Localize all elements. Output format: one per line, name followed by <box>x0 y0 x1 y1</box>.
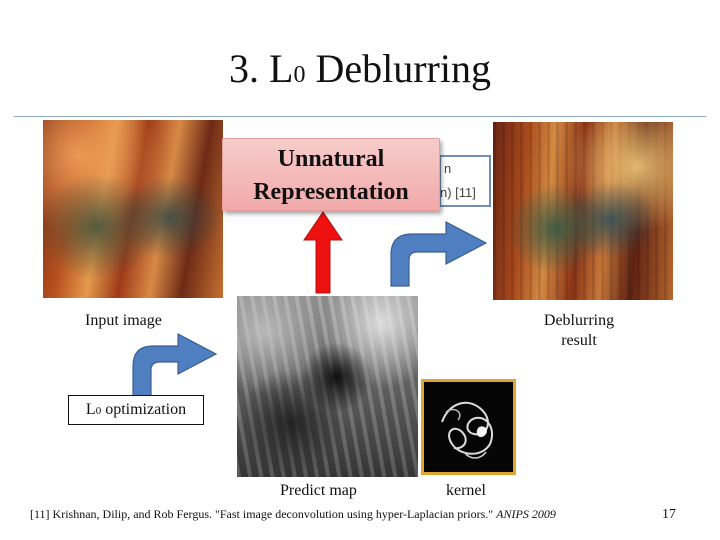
result-label-line-2: result <box>561 332 597 349</box>
citation: [11] Krishnan, Dilip, and Rob Fergus. "F… <box>30 506 556 522</box>
deblurring-result-image <box>493 122 673 300</box>
unnatural-representation-callout: Unnatural Representation <box>222 138 440 211</box>
reference-line-1: n <box>444 161 452 176</box>
up-arrow-icon <box>303 211 343 294</box>
l0-prefix: L <box>85 401 96 418</box>
l0-optimization-box: L0 optimization <box>68 395 204 425</box>
reference-box: n n) [11] <box>439 155 491 207</box>
slide-title: 3. L0 Deblurring <box>0 44 720 100</box>
input-image-label: Input image <box>85 312 162 329</box>
page-number: 17 <box>662 507 676 522</box>
title-prefix: 3. L <box>229 46 294 91</box>
input-image <box>43 120 223 298</box>
deblurring-result-label: Deblurring result <box>520 311 638 351</box>
title-rule <box>14 116 706 117</box>
title-subscript: 0 <box>293 62 306 88</box>
citation-venue: ANIPS 2009 <box>496 507 556 521</box>
kernel-image <box>421 379 516 475</box>
callout-line-2: Representation <box>253 179 409 205</box>
bent-arrow-icon <box>132 333 218 397</box>
bent-arrow-icon <box>390 221 488 287</box>
l0-suffix: optimization <box>101 401 187 418</box>
kernel-label: kernel <box>446 482 486 499</box>
title-suffix: Deblurring <box>305 46 491 91</box>
result-label-line-1: Deblurring <box>543 312 615 329</box>
callout-line-1: Unnatural <box>277 146 385 172</box>
l0-subscript: 0 <box>95 405 102 417</box>
reference-line-2: n) [11] <box>440 185 476 200</box>
predict-map-label: Predict map <box>280 482 357 499</box>
predict-map-image <box>237 296 418 477</box>
citation-text: [11] Krishnan, Dilip, and Rob Fergus. "F… <box>30 507 497 521</box>
